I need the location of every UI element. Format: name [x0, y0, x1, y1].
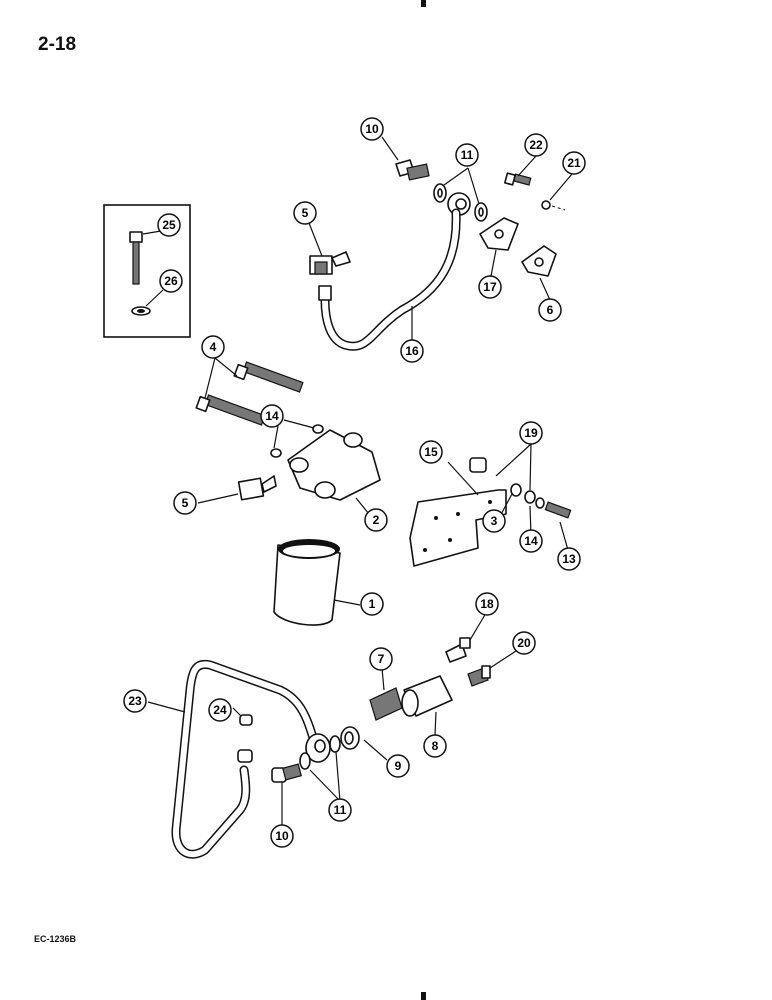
- svg-text:3: 3: [491, 514, 498, 528]
- callout-25: 25: [157, 213, 181, 237]
- svg-text:11: 11: [461, 148, 474, 162]
- crop-mark-top: [421, 0, 426, 7]
- svg-text:4: 4: [210, 340, 217, 354]
- svg-text:1: 1: [369, 597, 376, 611]
- svg-text:24: 24: [213, 703, 227, 717]
- svg-text:14: 14: [265, 409, 279, 423]
- svg-text:2: 2: [373, 513, 380, 527]
- callout-10: 10: [360, 117, 384, 141]
- svg-text:23: 23: [128, 694, 142, 708]
- callout-4: 4: [201, 335, 225, 359]
- callout-11b: 11: [328, 798, 352, 822]
- callout-1: 1: [360, 592, 384, 616]
- callout-14b: 14: [519, 529, 543, 553]
- svg-text:25: 25: [162, 218, 176, 232]
- svg-text:14: 14: [524, 534, 538, 548]
- callout-20: 20: [512, 631, 536, 655]
- callouts: 10 11 22 21 5 17 6 16 25 26 4 14 15 19 5…: [123, 117, 586, 848]
- page-number: 2-18: [38, 34, 77, 55]
- callout-8: 8: [423, 734, 447, 758]
- crop-mark-bottom: [421, 992, 426, 1000]
- svg-text:15: 15: [424, 445, 438, 459]
- upper-flange-parts: [479, 172, 566, 277]
- svg-text:21: 21: [567, 156, 581, 170]
- callout-2: 2: [364, 508, 388, 532]
- svg-text:7: 7: [378, 652, 385, 666]
- callout-3: 3: [482, 509, 506, 533]
- svg-text:16: 16: [405, 344, 419, 358]
- callout-13: 13: [557, 547, 581, 571]
- inset-box: [103, 204, 191, 338]
- filter-element: [273, 539, 341, 626]
- callout-24: 24: [208, 698, 232, 722]
- svg-text:6: 6: [547, 303, 554, 317]
- callout-16: 16: [400, 339, 424, 363]
- bracket-assembly: [409, 457, 572, 567]
- svg-text:9: 9: [395, 759, 402, 773]
- filter-head-assembly: [195, 361, 381, 501]
- callout-15: 15: [419, 440, 443, 464]
- svg-text:5: 5: [182, 496, 189, 510]
- callout-11: 11: [455, 143, 479, 167]
- callout-26: 26: [159, 269, 183, 293]
- svg-text:17: 17: [483, 280, 497, 294]
- callout-5b: 5: [173, 491, 197, 515]
- callout-6: 6: [538, 298, 562, 322]
- svg-text:18: 18: [480, 597, 494, 611]
- svg-text:11: 11: [334, 803, 347, 817]
- svg-text:20: 20: [517, 636, 531, 650]
- svg-text:10: 10: [365, 122, 379, 136]
- callout-7: 7: [369, 647, 393, 671]
- svg-text:8: 8: [432, 739, 439, 753]
- callout-17: 17: [478, 275, 502, 299]
- lower-pipe-assembly: [171, 637, 491, 859]
- callout-21: 21: [562, 151, 586, 175]
- svg-text:19: 19: [524, 426, 538, 440]
- leader-lines: [142, 136, 573, 826]
- svg-text:5: 5: [302, 206, 309, 220]
- callout-9: 9: [386, 754, 410, 778]
- callout-19: 19: [519, 421, 543, 445]
- svg-text:22: 22: [529, 138, 543, 152]
- callout-22: 22: [524, 133, 548, 157]
- callout-5: 5: [293, 201, 317, 225]
- svg-text:26: 26: [164, 274, 178, 288]
- figure-code: EC-1236B: [34, 934, 77, 944]
- upper-pipe-assembly: [309, 159, 488, 351]
- callout-14: 14: [260, 404, 284, 428]
- callout-18: 18: [475, 592, 499, 616]
- svg-text:13: 13: [562, 552, 576, 566]
- svg-text:10: 10: [275, 829, 289, 843]
- callout-10b: 10: [270, 824, 294, 848]
- callout-23: 23: [123, 689, 147, 713]
